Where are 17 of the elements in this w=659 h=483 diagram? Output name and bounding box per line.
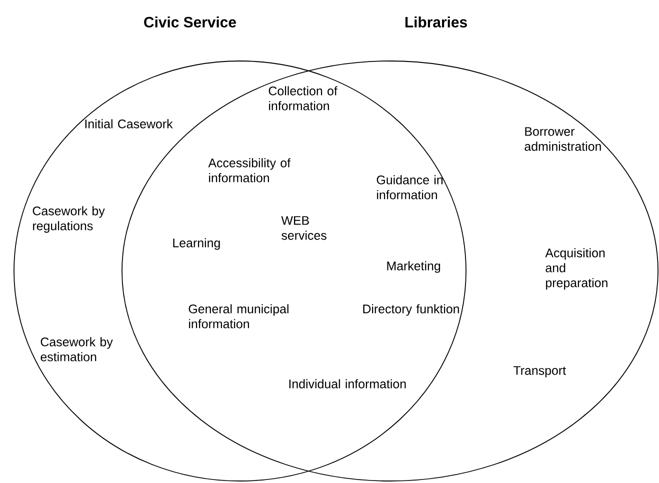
- area-label: Learning: [173, 238, 220, 250]
- area-label: Initial Casework: [85, 119, 173, 128]
- area-label: Guidance in information: [376, 175, 443, 200]
- area-label: Marketing: [387, 261, 440, 273]
- area-label: Collection of information: [268, 86, 338, 110]
- area-label: Individual information: [289, 379, 406, 388]
- set-title: Libraries: [405, 16, 467, 28]
- area-label: Acquisition and preparation: [545, 248, 608, 290]
- area-label: Casework by regulations: [32, 206, 105, 233]
- area-label: Borrower administration: [524, 127, 601, 151]
- area-label: WEB services: [281, 216, 326, 240]
- set-title: Civic Service: [144, 16, 236, 28]
- area-label: Directory funktion: [363, 304, 459, 316]
- area-label: General municipal information: [188, 304, 288, 328]
- area-label: Transport: [513, 366, 566, 378]
- area-label: Accessibility of information: [208, 158, 291, 182]
- area-label: Casework by estimation: [40, 337, 113, 362]
